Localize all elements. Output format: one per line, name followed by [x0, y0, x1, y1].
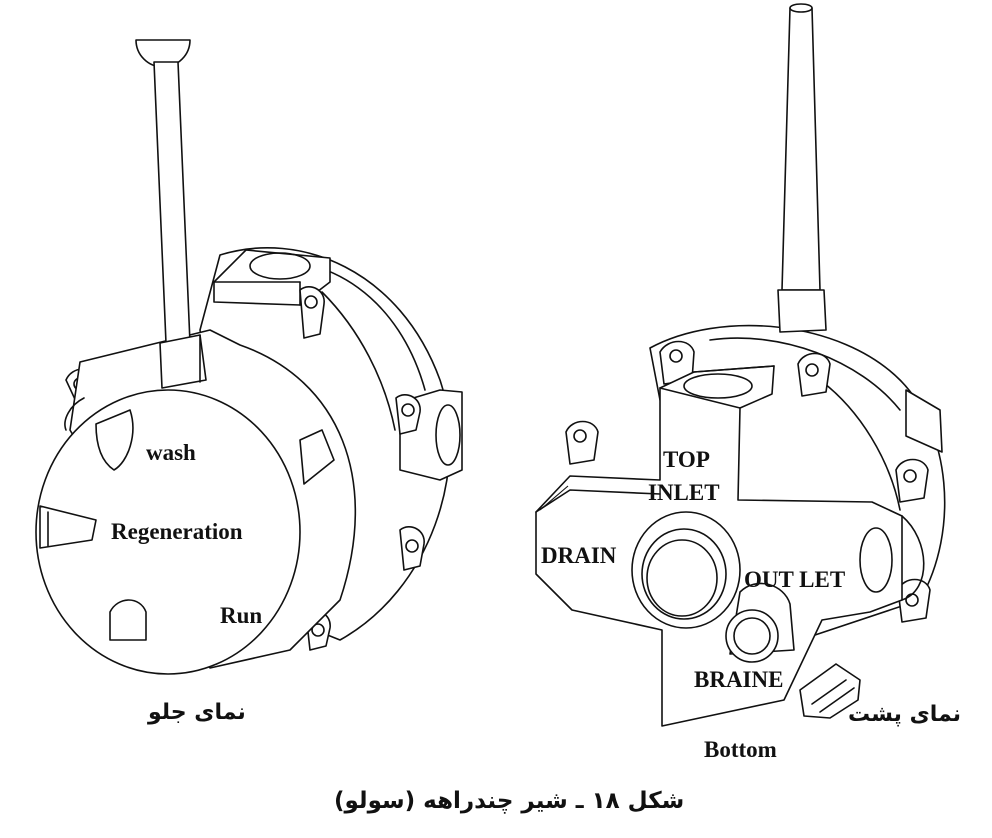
- front-right-notch: [299, 429, 335, 485]
- bottom-label: Bottom: [704, 737, 777, 762]
- regeneration-notch: [39, 505, 97, 549]
- outlet-label: OUT LET: [744, 567, 846, 592]
- figure-caption: شکل ۱۸ ـ شیر چندراهه (سولو): [334, 788, 685, 814]
- back-rod-collar: [777, 289, 827, 333]
- rod-collar: [159, 334, 207, 389]
- front-view-caption: نمای جلو: [148, 700, 246, 725]
- front-disc: [35, 389, 301, 675]
- back-lugs: [565, 340, 931, 623]
- wash-label: wash: [146, 440, 196, 465]
- run-label: Run: [220, 603, 263, 628]
- top-inlet-label-line2: INLET: [648, 480, 720, 505]
- back-view-caption: نمای پشت: [848, 702, 962, 727]
- top-inlet-label-line1: TOP: [663, 447, 710, 472]
- regeneration-label: Regeneration: [111, 519, 243, 544]
- front-valve: [35, 39, 463, 675]
- drain-label: DRAIN: [541, 543, 617, 568]
- braine-label: BRAINE: [694, 667, 784, 692]
- back-rod: [781, 7, 821, 291]
- back-valve: [535, 3, 946, 727]
- handle-rod: [153, 61, 191, 344]
- run-notch: [109, 599, 147, 641]
- wash-notch: [95, 409, 134, 471]
